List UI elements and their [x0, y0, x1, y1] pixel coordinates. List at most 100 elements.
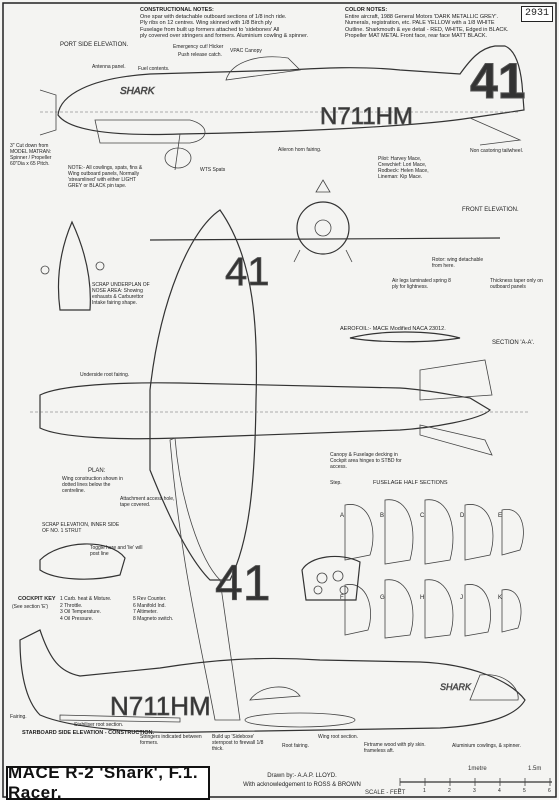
label-stabiliser: Stabiliser root section.	[74, 722, 124, 728]
scale-tick: 4	[498, 788, 501, 794]
label-fuel: Fuel contents.	[138, 66, 170, 72]
label-buildup: Build up 'Sideboxe' sternpost to firewal…	[212, 734, 264, 752]
label-wing-construction: Wing construction shown in dotted lines …	[62, 476, 123, 494]
scale-metre: 1metre	[468, 766, 487, 772]
front-leg-l	[293, 249, 301, 263]
label-non-castoring: Non castoring tailwheel.	[470, 148, 524, 154]
label-attachment: Attachment access hole, tape covered.	[120, 496, 175, 508]
label-root-fairing: Root fairing.	[282, 743, 309, 749]
label-see-section: (See section 'E')	[12, 604, 49, 610]
plan-fuselage	[39, 382, 491, 440]
label-canopy-decking: Canopy & Fuselage decking in Cockpit are…	[330, 452, 402, 470]
stbd-wing-root	[244, 712, 356, 728]
label-step: Step.	[330, 480, 342, 486]
plan-race-number-upper: 41	[225, 250, 270, 294]
acknowledgement: With acknowledgement to ROSS & BROWN	[243, 782, 361, 788]
cockpit-key-item: 8 Magneto switch.	[133, 615, 174, 622]
scale-bar: SCALE - FEET 1metre 1.5m	[365, 766, 552, 796]
drawing-title: MACE R-2 'Shark', F.1. Racer.	[6, 763, 210, 802]
label-cockpit-key: COCKPIT KEY	[18, 596, 56, 602]
credits: Drawn by:- A.A.P. LLOYD. With acknowledg…	[232, 772, 372, 790]
scale-15m: 1.5m	[528, 766, 541, 772]
underplan-nose	[57, 220, 91, 311]
port-race-number: 41	[470, 53, 526, 109]
stbd-shark-name: SHARK	[440, 682, 472, 692]
label-fairing: Fairing.	[10, 714, 27, 720]
section-letter: K	[498, 595, 503, 601]
scale-tick: 0	[398, 788, 401, 794]
label-wing-root: Wing root section.	[318, 734, 359, 740]
label-scrap-underplan: SCRAP UNDERPLAN OF NOSE AREA: Showing ex…	[92, 282, 150, 306]
cockpit-key-item: 2 Throttle.	[60, 602, 83, 609]
aerofoil-section	[349, 331, 461, 343]
port-wing-root	[94, 119, 206, 144]
port-shark-name: SHARK	[120, 86, 156, 97]
label-aluminium: Aluminium cowlings, & spinner.	[452, 743, 521, 749]
label-fuselage-half: FUSELAGE HALF SECTIONS	[373, 480, 448, 486]
label-cut-down: 3" Cut down from MODEL MATRAN: Spinner /…	[10, 143, 52, 167]
construction-line: One spar with detachable outboard sectio…	[140, 13, 287, 20]
port-undercarriage-leg	[174, 133, 181, 171]
port-side-elevation: 41 N711HM SHARK	[39, 45, 526, 171]
front-leg-r	[345, 249, 353, 263]
construction-line: ply covered over stringers and formers. …	[140, 33, 309, 39]
colour-notes: COLOR NOTES: Entire aircraft, 1988 Gener…	[345, 7, 517, 40]
scale-label: SCALE - FEET	[365, 790, 406, 796]
cockpit-key-item: 5 Rev Counter.	[133, 596, 167, 602]
front-spinner	[314, 219, 332, 237]
scale-tick: 3	[473, 788, 476, 794]
scale-tick: 5	[523, 788, 526, 794]
scrap-underplan	[40, 220, 105, 311]
plan-wing-lower	[169, 437, 241, 721]
label-airleg: Air legs laminated spring 8 ply for ligh…	[392, 278, 451, 290]
cockpit-key-item: 4 Oil Pressure.	[60, 615, 94, 622]
stbd-canopy	[249, 686, 301, 701]
section-letter: B	[380, 513, 385, 519]
label-plan: PLAN:	[88, 468, 106, 474]
label-stringers: Stringers indicated between formers.	[140, 734, 202, 746]
cockpit-key-list: 1 Carb. heat & Mixture. 2 Throttle. 3 Oi…	[60, 596, 200, 622]
cockpit-key-item: 6 Manifold Ind.	[133, 602, 166, 609]
colour-line: Entire aircraft, 1988 General Motors 'DA…	[345, 13, 498, 20]
front-elevation	[149, 179, 501, 263]
section-letter: F	[340, 595, 344, 601]
construction-title: CONSTRUCTIONAL NOTES:	[140, 7, 214, 13]
construction-notes: CONSTRUCTIONAL NOTES: One spar with deta…	[140, 7, 340, 40]
port-tail	[469, 117, 522, 146]
label-pilots: Pilot: Harvey Mace, Crewchief: Lori Mace…	[378, 156, 429, 180]
label-firtrame: Firtrame wood with ply skin. frameless a…	[364, 742, 426, 754]
section-letter: C	[420, 513, 425, 519]
section-letter: E	[498, 513, 503, 519]
scale-tick: 6	[548, 788, 551, 794]
cockpit-key-item: 7 Altimeter.	[133, 609, 158, 615]
construction-line: Fuselage from built up formers attached …	[140, 26, 280, 33]
stbd-stabiliser	[59, 714, 181, 723]
plan-tailplane-up	[419, 359, 493, 401]
scrap-elevation-canopy	[39, 543, 126, 580]
label-aileron: Aileron horn fairing.	[278, 147, 322, 153]
port-spinner	[39, 89, 57, 136]
front-cowl	[296, 201, 350, 255]
port-canopy	[225, 56, 301, 81]
label-port-side: PORT SIDE ELEVATION.	[60, 42, 129, 48]
label-canopy: VPAC Canopy	[230, 48, 262, 54]
front-fin	[315, 179, 331, 193]
stbd-spinner	[469, 674, 519, 701]
colour-line: Propeller MAT METAL Front face, rear fac…	[345, 33, 488, 39]
label-section-aa: SECTION 'A-A'.	[492, 340, 535, 346]
section-letter: A	[340, 513, 345, 519]
stbd-fuselage-outline	[19, 629, 526, 733]
stbd-registration: N711HM	[110, 691, 211, 721]
sheet-number: 2931	[521, 6, 553, 22]
label-underside: Underside root fairing.	[80, 372, 130, 378]
plan-view: 41 41	[30, 209, 530, 721]
label-front-elevation: FRONT ELEVATION.	[462, 207, 519, 213]
label-toggle: Toggle here and 'lie' will post line	[90, 545, 143, 557]
colour-line: Outline. Sharkmouth & eye detail - RED, …	[345, 26, 509, 33]
section-letter: G	[380, 595, 385, 601]
port-registration: N711HM	[320, 103, 413, 130]
label-push-release: Push release catch.	[178, 52, 222, 58]
